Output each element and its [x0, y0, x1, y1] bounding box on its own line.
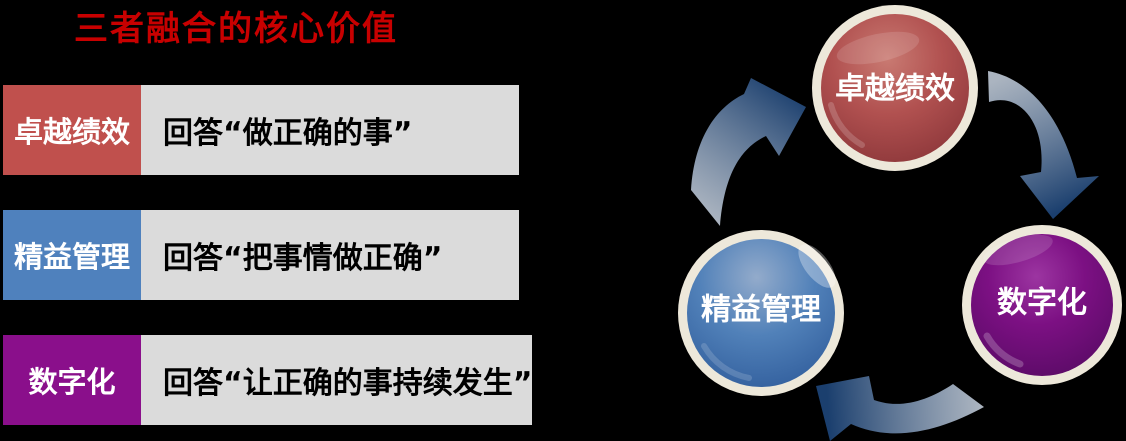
cycle-node-performance-excellence: 卓越绩效	[812, 5, 978, 171]
cycle-node-digitalization: 数字化	[962, 225, 1122, 385]
row-label: 数字化	[3, 335, 141, 425]
cycle-diagram: 卓越绩效 精益管理 数字化	[678, 5, 1122, 441]
cycle-arrow-top-to-right	[988, 71, 1099, 219]
cycle-node-label: 精益管理	[701, 293, 821, 328]
cycle-node-lean-management: 精益管理	[678, 230, 844, 396]
cycle-node-label: 数字化	[997, 286, 1087, 321]
cycle-node-label: 卓越绩效	[835, 72, 955, 107]
row-description: 回答“把事情做正确”	[141, 210, 519, 300]
row-performance-excellence: 卓越绩效 回答“做正确的事”	[3, 85, 519, 175]
inner-glow	[828, 102, 865, 148]
cycle-arrow-right-to-left	[816, 376, 984, 441]
row-label: 精益管理	[3, 210, 141, 300]
inner-glow	[701, 343, 752, 381]
page-title: 三者融合的核心价值	[74, 9, 398, 49]
gloss-highlight	[836, 31, 920, 65]
row-lean-management: 精益管理 回答“把事情做正确”	[3, 210, 519, 300]
gloss-highlight	[798, 244, 836, 288]
row-description: 回答“让正确的事持续发生”	[141, 335, 533, 425]
row-description: 回答“做正确的事”	[141, 85, 519, 175]
cycle-arrow-left-to-top	[691, 78, 806, 226]
row-label: 卓越绩效	[3, 85, 141, 175]
gloss-highlight	[983, 234, 1053, 266]
row-digitalization: 数字化 回答“让正确的事持续发生”	[3, 335, 533, 425]
inner-glow	[983, 332, 1024, 368]
